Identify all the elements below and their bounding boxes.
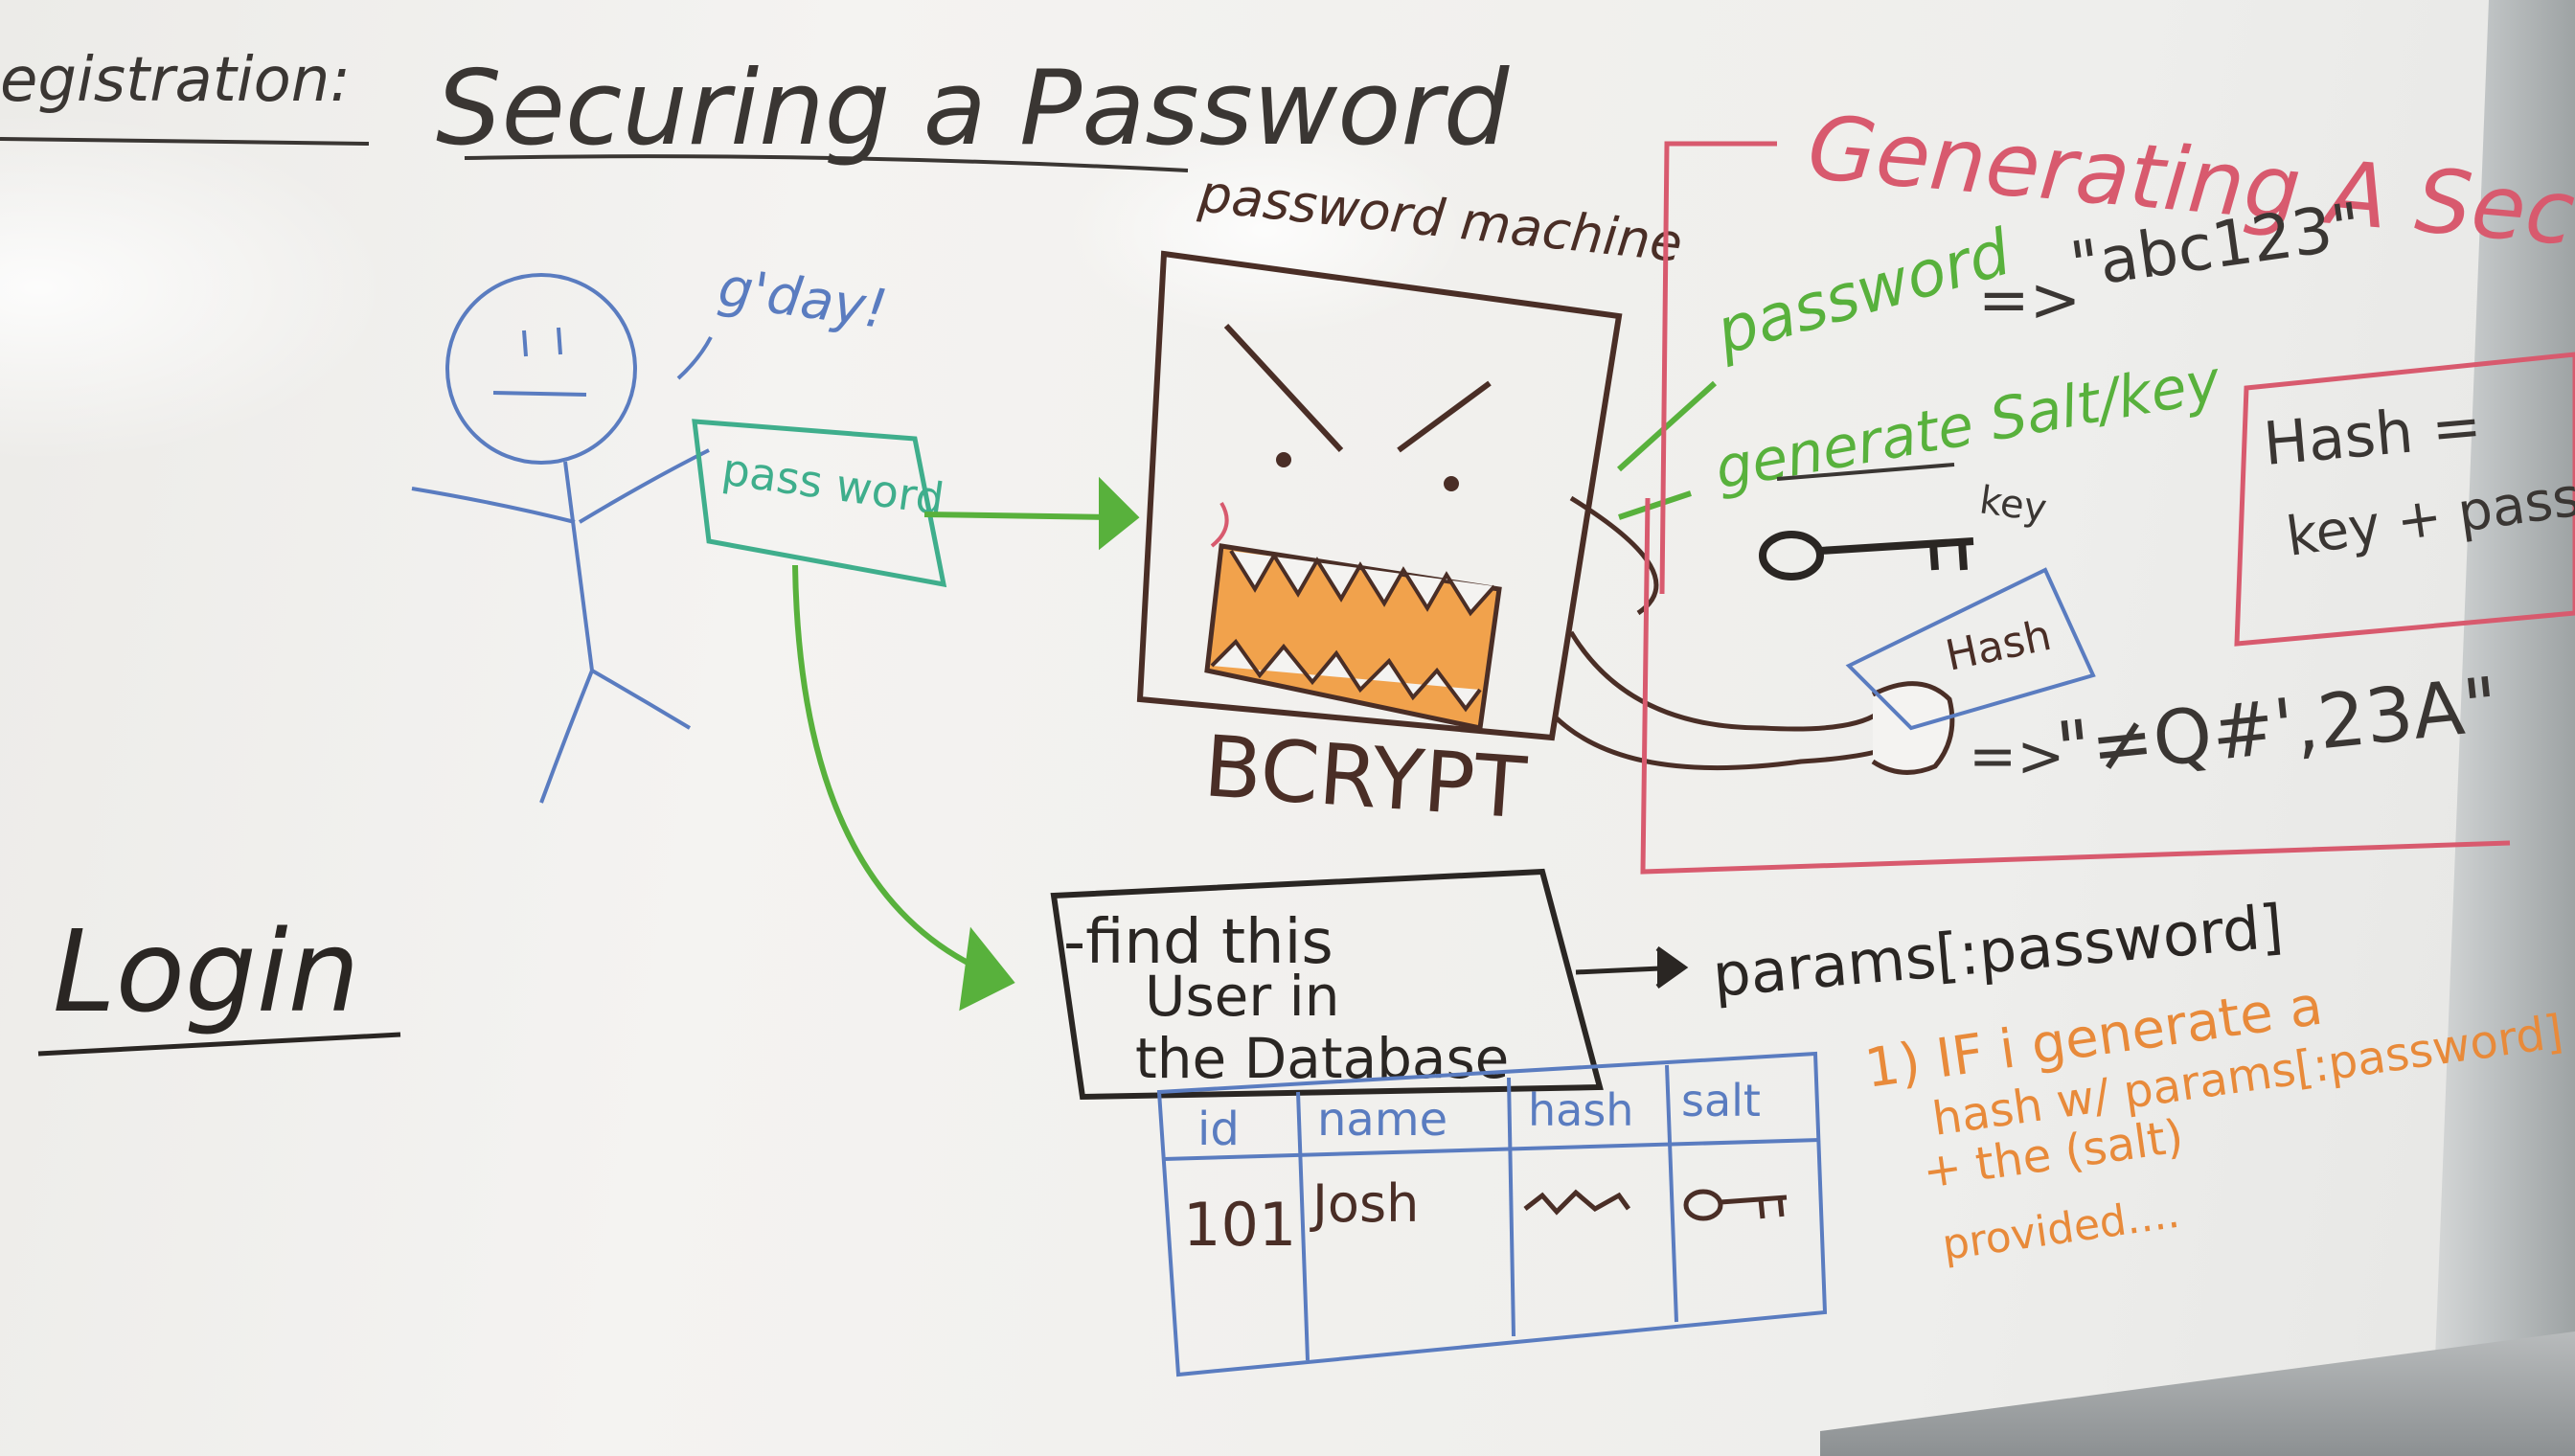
machine-side <box>1569 495 1659 616</box>
figure-eye-right <box>557 327 562 355</box>
password-arrow: => <box>1978 265 2081 336</box>
figure-leg-left <box>539 670 594 804</box>
link-password <box>1616 380 1718 472</box>
table-header-cell: id <box>1197 1103 1240 1156</box>
title: Securing a Password <box>436 49 1511 169</box>
machine-eye-left <box>1276 452 1291 467</box>
login-note: 1) IF i generate a hash w/ params[:passw… <box>1861 975 2566 1270</box>
arrows-green <box>792 380 1718 1012</box>
find-line2: User in <box>1145 964 1340 1029</box>
figure-head <box>445 273 637 465</box>
machine-teeth-top <box>1229 549 1496 617</box>
machine-name: BCRYPT <box>1201 717 1531 837</box>
hash-card-text: Hash <box>1942 611 2056 681</box>
heading: egistration: Securing a Password <box>0 45 1511 172</box>
login-section: Login -find this User in the Database pa… <box>37 868 2566 1377</box>
figure-body <box>563 461 594 671</box>
machine-box <box>1136 250 1623 741</box>
table-header-cell: hash <box>1528 1084 1633 1136</box>
table-row-cell: 101 <box>1183 1190 1296 1260</box>
table-border <box>1156 1051 1828 1377</box>
machine-teeth-bottom <box>1210 638 1482 713</box>
section-label: egistration: <box>0 45 351 116</box>
speech-tick <box>676 336 713 380</box>
salt-key-icon <box>1683 1189 1788 1221</box>
find-line1: -find this <box>1063 907 1333 978</box>
password-label: password <box>1707 215 2019 369</box>
hash-value: "≠Q#',23A" <box>2053 662 2503 794</box>
bracket-top <box>1659 141 1777 595</box>
key-label: key <box>1977 478 2050 531</box>
hash-card: Hash <box>1845 567 2096 731</box>
find-user-box <box>1050 868 1604 1101</box>
users-table: id name hash salt 101 Josh <box>1156 1051 1828 1377</box>
hash-arrow: => <box>1969 723 2065 790</box>
key-icon <box>1759 531 1974 580</box>
machine-brow-right <box>1397 380 1492 453</box>
find-line3: the Database <box>1135 1026 1509 1091</box>
arrow-to-machine <box>923 512 1112 520</box>
note-line4: provided.... <box>1939 1189 2182 1270</box>
salt-underline <box>1776 463 1955 481</box>
figure-leg-right <box>591 669 692 730</box>
arrow-to-login <box>792 564 979 970</box>
login-underline <box>37 1032 401 1057</box>
table-header-rule <box>1163 1138 1821 1161</box>
bracket-bottom <box>1640 497 2511 875</box>
formula-line2: key + passw <box>2283 460 2575 569</box>
link-salt <box>1618 490 1692 520</box>
generating-section: Generating A Secure Password password =>… <box>1640 96 2575 875</box>
machine-eye-right <box>1444 476 1459 491</box>
figure-eye-left <box>522 330 528 357</box>
title-underline <box>464 154 1189 172</box>
table-header-cell: salt <box>1681 1075 1761 1126</box>
table-header-cell: name <box>1317 1093 1447 1147</box>
stick-figure <box>411 273 713 804</box>
formula-line1: Hash = <box>2261 390 2484 479</box>
formula-box <box>2234 352 2575 647</box>
password-card-text: pass word <box>718 443 946 525</box>
figure-arm-right <box>578 448 710 524</box>
machine-arm-top <box>1568 630 1880 732</box>
login-title: Login <box>53 905 359 1037</box>
machine-drool <box>1210 501 1229 548</box>
machine-brow-left <box>1223 323 1344 453</box>
figure-mouth <box>492 391 587 397</box>
machine-label: password machine <box>1196 163 1685 274</box>
table-row-cell: Josh <box>1310 1173 1419 1234</box>
password-card: pass word <box>692 419 947 588</box>
section-underline <box>0 137 370 146</box>
figure-arm-left <box>411 487 576 524</box>
hash-scribble <box>1523 1189 1631 1216</box>
speech-text: g'day! <box>715 256 891 341</box>
